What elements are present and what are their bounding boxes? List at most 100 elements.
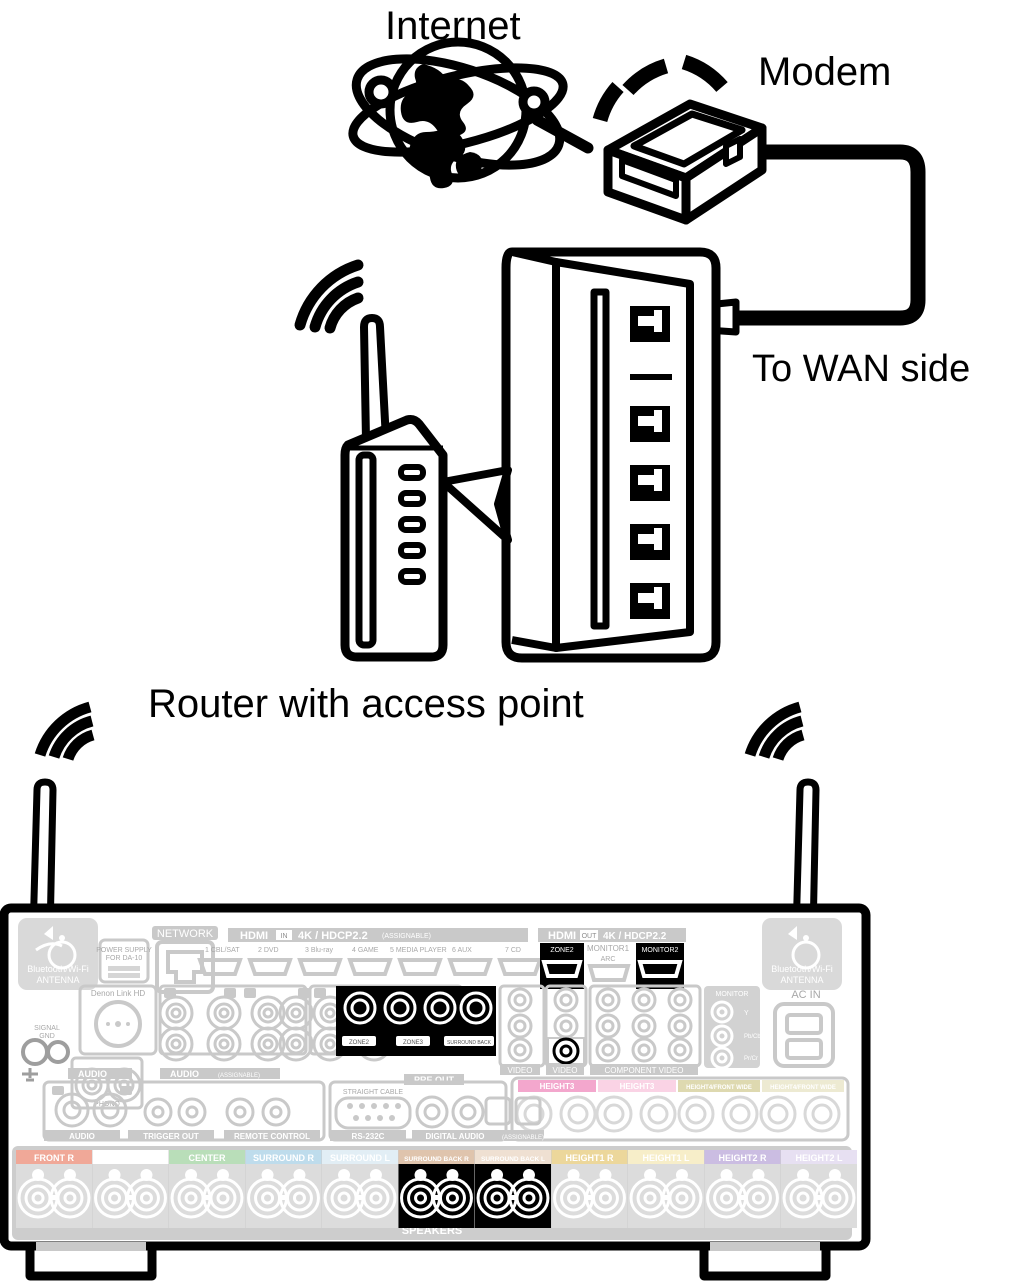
hdmi-in-name-6: 7 CD: [505, 947, 521, 954]
binding-post-cap: [797, 1169, 810, 1181]
binding-post[interactable]: [414, 1191, 428, 1205]
binding-post[interactable]: [216, 1191, 230, 1205]
hdmi-in-assign: (ASSIGNABLE): [382, 933, 431, 940]
speaker-terminal-label: SURROUND BACK R: [404, 1156, 469, 1163]
preout-height-terminals: HEIGHT3 HEIGHT3 HEIGHT4/FRONT WIDE HEIGH…: [510, 1076, 850, 1142]
router-led-indicators: [398, 464, 426, 585]
hdmi-in-connectors: 1 CBL/SAT 2 DVD 3 Blu-ray 4 GAME 5 MEDIA…: [197, 947, 543, 976]
preout-zone2: ZONE2: [349, 1040, 370, 1046]
receiver-foot-bars: [36, 1242, 820, 1251]
speaker-terminal-pair[interactable]: SURROUND BACK R: [398, 1150, 475, 1228]
hdmi-out-spec: 4K / HDCP2.2: [603, 931, 667, 942]
hdmi-port-1: [197, 958, 243, 976]
power-supply-label-1: POWER SUPPLY: [96, 947, 152, 954]
binding-post-cap: [675, 1169, 688, 1181]
binding-post-cap: [32, 1169, 45, 1181]
binding-post[interactable]: [643, 1191, 657, 1205]
speaker-terminal-pair[interactable]: HEIGHT1 L: [628, 1150, 704, 1228]
binding-post[interactable]: [567, 1191, 581, 1205]
binding-post-cap: [185, 1169, 198, 1181]
binding-post[interactable]: [292, 1191, 306, 1205]
pre-out-section: ZONE2 ZONE3 SURROUND BACK PRE OUT: [336, 986, 496, 1085]
speaker-terminal-pair[interactable]: CENTER: [169, 1150, 245, 1228]
router-port-lan-4[interactable]: [630, 583, 670, 619]
router-rj45-ports: [630, 306, 672, 619]
binding-post-cap: [446, 1169, 459, 1181]
binding-post-cap: [293, 1169, 306, 1181]
speaker-terminal-pair[interactable]: FRONT R: [16, 1150, 92, 1228]
preout-height4-r: HEIGHT4/FRONT WIDE: [686, 1085, 752, 1091]
binding-post[interactable]: [139, 1191, 153, 1205]
binding-post[interactable]: [184, 1191, 198, 1205]
router-port-wan[interactable]: [630, 306, 670, 342]
digital-audio-assign: (ASSIGNABLE): [502, 1135, 544, 1141]
binding-post-cap: [140, 1169, 153, 1181]
signal-gnd-terminal[interactable]: SIGNAL GND: [21, 1025, 70, 1082]
hdmi-port-6: [447, 958, 493, 976]
hdmi-out-arc-label: ARC: [601, 956, 616, 963]
binding-post[interactable]: [445, 1191, 459, 1205]
component-ch-pb: Pb/Cb: [744, 1034, 761, 1040]
hdmi-port-4: [347, 958, 393, 976]
speaker-terminal-pair[interactable]: SURROUND BACK L: [475, 1150, 551, 1228]
speaker-terminal-label: FRONT R: [34, 1153, 74, 1163]
binding-post[interactable]: [108, 1191, 122, 1205]
router-port-lan-1[interactable]: [630, 406, 670, 442]
audio-bank-labels: AUDIO AUDIO (ASSIGNABLE): [68, 1068, 280, 1079]
router-port-lan-2[interactable]: [630, 465, 670, 501]
binding-post[interactable]: [369, 1191, 383, 1205]
bluetooth-wifi-antenna-left: Bluetooth/Wi-Fi ANTENNA: [18, 918, 98, 990]
binding-post[interactable]: [675, 1191, 689, 1205]
speaker-terminal-pair[interactable]: SURROUND L: [322, 1150, 398, 1228]
binding-post[interactable]: [337, 1191, 351, 1205]
denon-link-hd-block: Denon Link HD: [78, 984, 158, 1056]
binding-post[interactable]: [598, 1191, 612, 1205]
video-out-label: VIDEO: [553, 1066, 578, 1075]
binding-post[interactable]: [751, 1191, 765, 1205]
hdmi-out-monitor2-label: MONITOR2: [642, 947, 679, 954]
speaker-terminal-pair[interactable]: SURROUND R: [245, 1150, 322, 1228]
speaker-terminal-label: FRONT L: [111, 1153, 150, 1163]
modem-signal-arcs-icon: [592, 54, 728, 123]
power-supply-label-2: FOR DA-10: [106, 955, 143, 962]
hdmi-out-section: HDMI OUT 4K / HDCP2.2 ZONE2 MONITOR1 ARC…: [538, 928, 686, 989]
binding-post[interactable]: [522, 1191, 536, 1205]
hdmi-in-label: HDMI: [240, 930, 268, 942]
hdmi-port-5: [397, 958, 443, 976]
receiver-feet: [25, 1241, 831, 1281]
speaker-terminal-pair[interactable]: HEIGHT2 L: [781, 1150, 857, 1228]
binding-post-cap: [63, 1169, 76, 1181]
video-component-section: VIDEO VIDEO COMPONENT VIDEO MONITOR Y Pb…: [498, 984, 761, 1075]
pre-out-label: PRE OUT: [414, 1075, 455, 1085]
speaker-terminal-pair[interactable]: FRONT L: [92, 1150, 169, 1228]
binding-post-cap: [491, 1169, 504, 1181]
signal-gnd-label-2: GND: [39, 1033, 55, 1040]
binding-post[interactable]: [31, 1191, 45, 1205]
component-ch-y: Y: [744, 1010, 749, 1017]
binding-post[interactable]: [490, 1191, 504, 1205]
receiver-antenna-left: [29, 701, 95, 939]
hdmi-out-zone2-port: [541, 960, 583, 978]
preout-zone3: ZONE3: [403, 1040, 424, 1046]
label-modem: Modem: [758, 50, 892, 94]
ac-in-inlet[interactable]: AC IN: [773, 989, 835, 1068]
speaker-terminal-pair[interactable]: HEIGHT1 R: [551, 1150, 628, 1228]
binding-post[interactable]: [63, 1191, 77, 1205]
binding-post[interactable]: [796, 1191, 810, 1205]
power-supply-block: POWER SUPPLY FOR DA-10: [96, 938, 152, 984]
router-port-lan-3[interactable]: [630, 524, 670, 560]
binding-post[interactable]: [261, 1191, 275, 1205]
hdmi-in-name-5: 6 AUX: [452, 947, 472, 954]
hdmi-out-monitor2-port: [637, 960, 683, 978]
component-in-label: COMPONENT VIDEO: [605, 1066, 684, 1075]
binding-post-cap: [644, 1169, 657, 1181]
binding-post-cap: [522, 1169, 535, 1181]
antenna-label-line1-left: Bluetooth/Wi-Fi: [27, 964, 89, 974]
audio-phono-sublabel: PHONO: [94, 1101, 120, 1108]
cable-modem-to-router: [724, 144, 926, 326]
hdmi-in-name-4: 5 MEDIA PLAYER: [390, 947, 447, 954]
binding-post[interactable]: [828, 1191, 842, 1205]
speaker-terminal-pair[interactable]: HEIGHT2 R: [704, 1150, 781, 1228]
binding-post[interactable]: [720, 1191, 734, 1205]
speaker-terminal-label: HEIGHT2 L: [795, 1153, 843, 1163]
